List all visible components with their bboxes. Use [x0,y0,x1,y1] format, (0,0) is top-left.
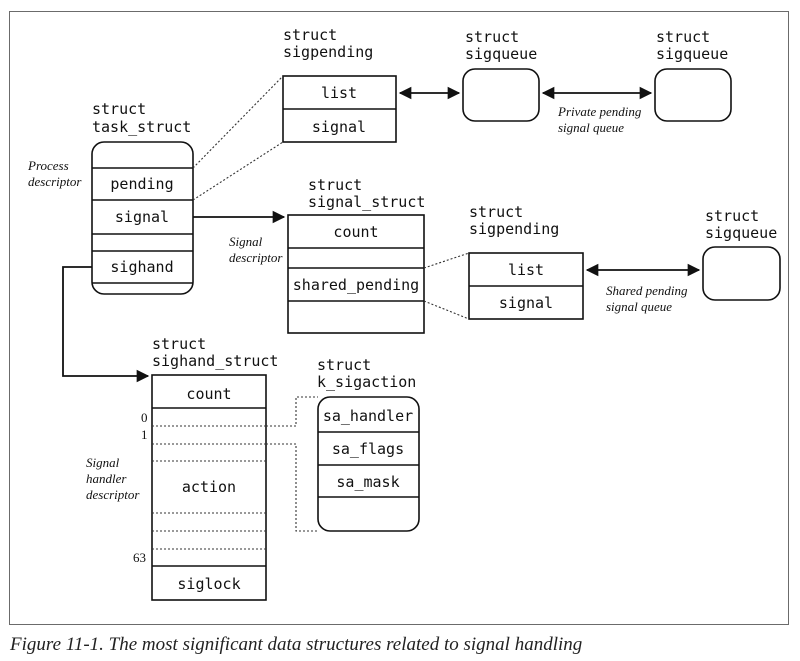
k-sigaction-field-sa-mask: sa_mask [336,473,399,491]
sighand-pointer-arrow [62,266,150,383]
task-struct-header-line1: struct [92,100,146,118]
shared-pending-zoom-line-bottom [423,300,470,320]
private-sigpending-field-signal: signal [312,118,366,136]
signal-handler-label-line3: descriptor [86,487,140,502]
pending-zoom-line-bottom [192,141,284,201]
action-index-0: 0 [141,410,148,425]
task-struct-box [91,141,194,295]
action-zoom-line-bottom [266,443,318,532]
action-index-63: 63 [133,550,146,565]
shared-sigpending-group: struct sigpending list signal [468,203,584,320]
process-descriptor-label-line1: Process [27,158,69,173]
signal-struct-header-line1: struct [308,176,362,194]
shared-sigpending-header-line1: struct [469,203,523,221]
private-sigqueue-1-box [462,68,540,122]
shared-sigqueue-header-line2: sigqueue [705,224,777,242]
private-sigqueue-2-box [654,68,732,122]
shared-queue-label-line2: signal queue [606,299,672,314]
signal-struct-group: struct signal_struct Signal descriptor c… [229,176,425,334]
private-sigqueue-2-group: struct sigqueue [654,28,732,122]
task-struct-group: struct task_struct Process descriptor pe… [27,100,194,295]
figure-frame [9,11,789,625]
private-sigqueue-1-group: struct sigqueue [462,28,540,122]
private-sigpending-group: struct sigpending list signal [282,26,397,143]
signal-handler-label-line2: handler [86,471,127,486]
signal-struct-field-shared-pending: shared_pending [293,276,419,294]
signal-descriptor-label-line1: Signal [229,234,263,249]
private-sigqueue-1-header-line2: sigqueue [465,45,537,63]
sighand-struct-group: struct sighand_struct Signal handler des… [86,335,278,601]
sighand-struct-header-line2: sighand_struct [152,352,278,370]
shared-queue-label-line1: Shared pending [606,283,688,298]
shared-sigpending-field-list: list [508,261,544,279]
sighand-struct-box [151,374,267,601]
k-sigaction-field-sa-flags: sa_flags [332,440,404,458]
task-field-sighand: sighand [110,258,173,276]
private-sigpending-field-list: list [321,84,357,102]
k-sigaction-header-line2: k_sigaction [317,373,416,391]
private-queue-label-line2: signal queue [558,120,624,135]
signal-structures-diagram: struct task_struct Process descriptor pe… [27,26,781,601]
sighand-field-siglock: siglock [177,575,240,593]
task-struct-header-line2: task_struct [92,118,191,136]
k-sigaction-group: struct k_sigaction sa_handler sa_flags s… [317,356,420,532]
action-index-1: 1 [141,427,148,442]
shared-sigpending-header-line2: sigpending [469,220,559,238]
signal-struct-box [287,214,425,334]
shared-sigqueue-header-line1: struct [705,207,759,225]
private-sigqueue-2-header-line2: sigqueue [656,45,728,63]
shared-sigpending-field-signal: signal [499,294,553,312]
process-descriptor-label-line2: descriptor [28,174,82,189]
sighand-field-action: action [182,478,236,496]
signal-handler-label-line1: Signal [86,455,120,470]
figure-caption: Figure 11-1. The most significant data s… [10,634,583,655]
shared-sigqueue-group: struct sigqueue [702,207,781,301]
action-zoom-line-top [266,396,318,427]
private-sigqueue-1-header-line1: struct [465,28,519,46]
sighand-struct-header-line1: struct [152,335,206,353]
sighand-field-count: count [186,385,231,403]
task-field-pending: pending [110,175,173,193]
private-queue-label-line1: Private pending [557,104,642,119]
shared-pending-zoom-line-top [423,252,470,269]
private-sigpending-header-line1: struct [283,26,337,44]
k-sigaction-header-line1: struct [317,356,371,374]
signal-struct-field-count: count [333,223,378,241]
task-field-signal: signal [115,208,169,226]
private-sigpending-header-line2: sigpending [283,43,373,61]
signal-struct-header-line2: signal_struct [308,193,425,211]
pending-zoom-line-top [192,75,284,169]
k-sigaction-field-sa-handler: sa_handler [323,407,413,425]
signal-descriptor-label-line2: descriptor [229,250,283,265]
shared-sigqueue-box [702,246,781,301]
private-sigqueue-2-header-line1: struct [656,28,710,46]
